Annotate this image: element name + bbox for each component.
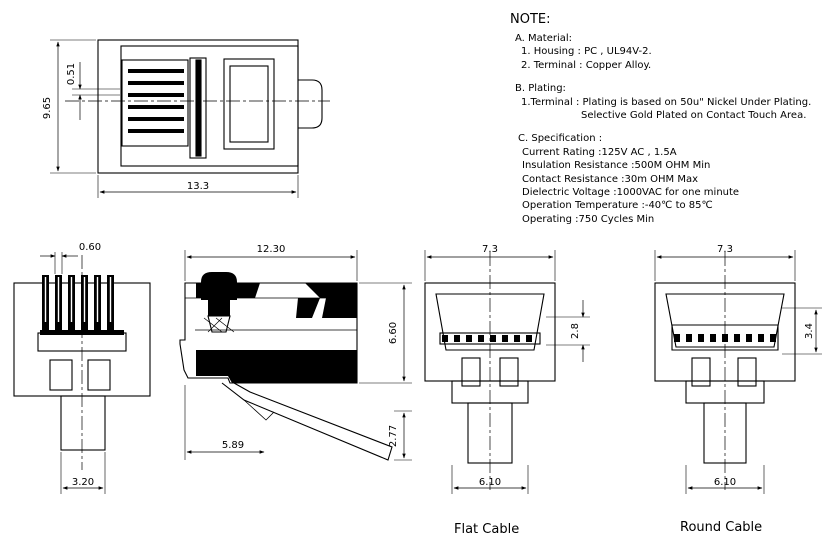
spec-insulation: Insulation Resistance :500M OHM Min [522, 160, 711, 172]
dim-flat-window: 2.8 [570, 323, 581, 339]
dim-side-latch-height: 2.77 [388, 425, 399, 447]
dim-side-length: 12.30 [257, 244, 286, 255]
dim-flat-top: 7.3 [482, 244, 498, 255]
front-view [13, 252, 151, 494]
spec-contact: Contact Resistance :30m OHM Max [522, 173, 699, 185]
dim-side-latch-length: 5.89 [222, 440, 244, 451]
flat-cable-view [424, 250, 590, 494]
round-contact-stripes [674, 334, 776, 342]
material-housing: 1. Housing : PC , UL94V-2. [521, 46, 652, 58]
contact-row [128, 69, 184, 133]
plating-heading: B. Plating: [515, 83, 566, 95]
dim-round-top: 7.3 [717, 244, 733, 255]
dim-side-height: 6.60 [388, 322, 399, 344]
notes-block: NOTE: A. Material: 1. Housing : PC , UL9… [510, 12, 828, 226]
spec-temperature: Operation Temperature :-40℃ to 85℃ [522, 200, 713, 212]
caption-round-cable: Round Cable [680, 520, 763, 535]
notes-title: NOTE: [510, 12, 551, 27]
dim-top-pitch: 0.51 [66, 63, 77, 85]
dim-top-width: 13.3 [187, 181, 209, 192]
spec-current: Current Rating :125V AC , 1.5A [522, 146, 677, 158]
spec-dielectric: Dielectric Voltage :1000VAC for one minu… [522, 187, 740, 199]
dim-flat-bottom: 6.10 [479, 477, 501, 488]
spec-heading: C. Specification : [518, 133, 603, 145]
round-cable-view [654, 250, 822, 494]
side-view [179, 250, 412, 461]
plating-line-1: 1.Terminal : Plating is based on 50u" Ni… [521, 96, 812, 108]
dim-front-bottom: 3.20 [72, 477, 94, 488]
plating-line-2: Selective Gold Plated on Contact Touch A… [581, 110, 807, 122]
flat-contact-stripes [442, 335, 532, 342]
dim-front-width: 0.60 [79, 242, 101, 253]
spec-cycles: Operating :750 Cycles Min [522, 213, 655, 225]
top-view [50, 39, 330, 198]
dim-top-height: 9.65 [42, 97, 53, 119]
caption-flat-cable: Flat Cable [454, 522, 520, 537]
material-heading: A. Material: [515, 33, 573, 44]
material-terminal: 2. Terminal : Copper Alloy. [521, 59, 652, 71]
dim-round-bottom: 6.10 [714, 477, 736, 488]
dim-round-window: 3.4 [804, 323, 815, 339]
